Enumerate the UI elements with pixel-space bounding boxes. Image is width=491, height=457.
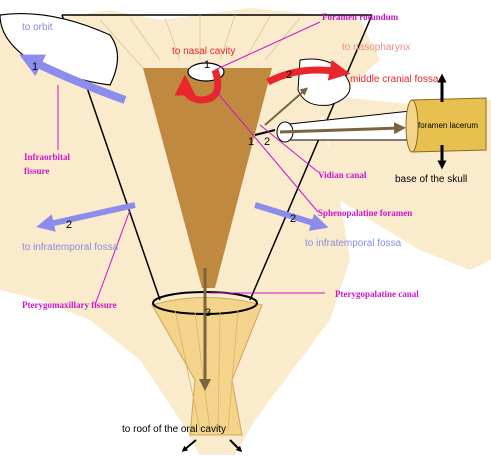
sphenopalatine-arrow [264, 87, 309, 126]
leader-pterygomaxillary [94, 209, 131, 306]
label-middle-cranial-fossa: middle cranial fossa [350, 74, 439, 85]
label-to-roof-oral-cavity: to roof of the oral cavity [122, 424, 226, 435]
orbit-arrow [19, 54, 127, 104]
label-to-orbit: to orbit [22, 22, 53, 33]
vidian-arrow [279, 122, 406, 135]
oral-arrow-right [229, 439, 243, 453]
number-orbit: 1 [32, 61, 38, 73]
number-infratemporal-left: 2 [66, 219, 72, 231]
pterygopalatine-fossa [143, 68, 272, 288]
number-middle-fossa: 2 [286, 69, 292, 81]
label-to-nasal-cavity: to nasal cavity [172, 46, 235, 57]
canal-striations [174, 309, 239, 431]
label-base-of-skull: base of the skull [395, 174, 467, 185]
number-vidian-2: 2 [264, 136, 270, 148]
label-sphenopalatine-foramen: Sphenopalatine foramen [318, 208, 412, 218]
label-pterygomaxillary-fissure: Pterygomaxillary fissure [22, 300, 117, 310]
leader-sphenopalatine [214, 89, 319, 213]
label-infraorbital-fissure-2: fissure [24, 166, 49, 176]
label-infraorbital-fissure-1: Infraorbital [24, 152, 70, 162]
number-infratemporal-right: 2 [290, 213, 296, 225]
oral-arrow-left [181, 439, 197, 452]
label-foramen-rotundum: Foramen rotundum [322, 12, 399, 22]
leader-vidian [259, 124, 319, 173]
orbit-shape [0, 12, 119, 86]
label-pterygopalatine-canal: Pterygopalatine canal [335, 289, 419, 299]
label-foramen-lacerum: foramen lacerum [418, 121, 478, 130]
label-to-infratemporal-left: to infratemporal fossa [22, 242, 119, 253]
number-vidian-1: 1 [248, 136, 254, 148]
fossa-rays [99, 14, 301, 69]
leader-rotundum [214, 21, 321, 71]
infratemporal-arrow-right [254, 202, 329, 231]
rotundum-arrow [174, 68, 222, 104]
foramen-lacerum-end [405, 99, 419, 153]
vidian-pointer [254, 129, 276, 136]
number-rotundum: 1 [204, 59, 210, 71]
label-to-infratemporal-right: to infratemporal fossa [305, 238, 402, 249]
infratemporal-arrow-left [36, 202, 136, 232]
label-to-nasopharynx: to nasopharynx [342, 42, 410, 53]
label-vidian-canal: Vidian canal [318, 170, 367, 180]
middle-fossa-arrow [266, 59, 351, 86]
number-canal: 3 [205, 307, 211, 319]
